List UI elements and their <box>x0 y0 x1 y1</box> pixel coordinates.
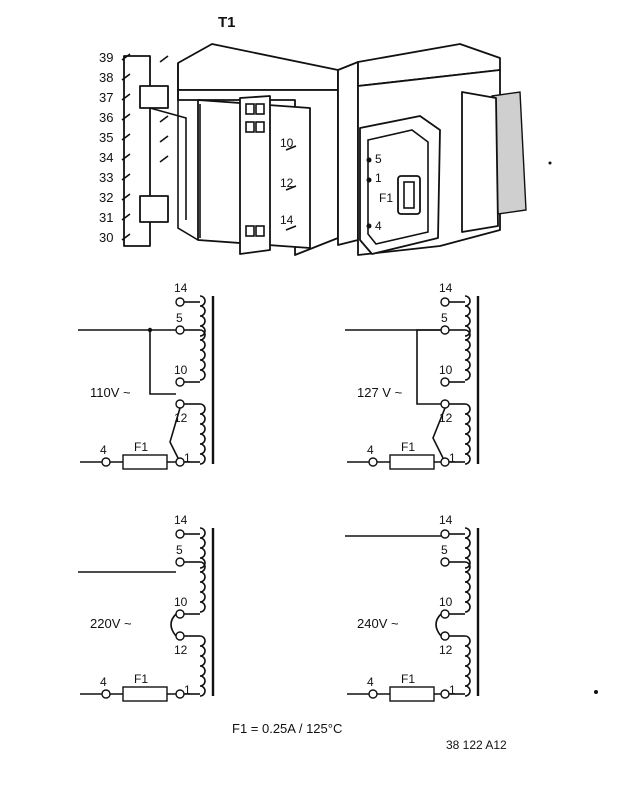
pin-number-list: 39 38 37 36 35 34 33 32 31 30 <box>99 50 113 245</box>
fuse-symbol <box>122 454 168 470</box>
pin-label: 12 <box>174 643 188 657</box>
pin-label: 14 <box>439 513 453 527</box>
pin-number: 31 <box>99 210 113 225</box>
pin-label: 1 <box>449 451 456 465</box>
terminal-pin-4 <box>368 457 378 467</box>
pin-label: 10 <box>174 363 188 377</box>
pin-number: 33 <box>99 170 113 185</box>
fuse-label: F1 <box>134 440 148 454</box>
fuse-symbol <box>389 686 435 702</box>
terminal-pin <box>175 457 185 467</box>
voltage-label: 240V ~ <box>357 616 399 631</box>
pin-label: 12 <box>439 643 453 657</box>
pin-label: 14 <box>174 513 188 527</box>
pin-number: 38 <box>99 70 113 85</box>
fuse-side-label: 5 <box>375 152 382 166</box>
pin-number: 35 <box>99 130 113 145</box>
terminal-pin <box>440 631 450 641</box>
pin-label: 5 <box>176 311 183 325</box>
terminal-pin <box>440 609 450 619</box>
pin-label: 5 <box>441 543 448 557</box>
terminal-pin <box>175 557 185 567</box>
drawing-reference: 38 122 A12 <box>446 738 507 752</box>
terminal-pin <box>440 325 450 335</box>
pin-label: 10 <box>174 595 188 609</box>
transformer-illustration <box>121 43 552 256</box>
voltage-label: 127 V ~ <box>357 385 403 400</box>
diagram-title: T1 <box>218 14 236 31</box>
fuse-label: F1 <box>401 672 415 686</box>
pin-label: 1 <box>184 451 191 465</box>
voltage-label: 110V ~ <box>90 385 131 400</box>
pin-number: 30 <box>99 230 113 245</box>
pin-number: 36 <box>99 110 113 125</box>
terminal-pin <box>440 529 450 539</box>
pin-label: 4 <box>100 443 107 457</box>
terminal-pin <box>175 399 185 409</box>
terminal-pin <box>175 377 185 387</box>
pin-ticks <box>121 53 169 241</box>
pin-label: 10 <box>439 595 453 609</box>
fuse-spec: F1 = 0.25A / 125°C <box>232 721 342 736</box>
pin-label: 14 <box>174 281 188 295</box>
terminal-pin <box>440 457 450 467</box>
fuse-symbol <box>389 454 435 470</box>
pin-number: 32 <box>99 190 113 205</box>
voltage-label: 220V ~ <box>90 616 132 631</box>
fuse-side-label: 1 <box>375 171 382 185</box>
pin-label: 10 <box>439 363 453 377</box>
terminal-pin <box>175 529 185 539</box>
coil-label: 14 <box>280 213 294 227</box>
terminal-pin-4 <box>101 689 111 699</box>
pin-label: 5 <box>176 543 183 557</box>
terminal-pin <box>175 631 185 641</box>
terminal-pin <box>175 297 185 307</box>
coil-label: 10 <box>280 136 294 150</box>
terminal-pin <box>440 297 450 307</box>
fuse-label: F1 <box>134 672 148 686</box>
terminal-pin <box>175 609 185 619</box>
fuse-side-label: 4 <box>375 219 382 233</box>
terminal-pin-4 <box>101 457 111 467</box>
pin-label: 1 <box>184 683 191 697</box>
terminal-pin <box>440 557 450 567</box>
pin-number: 34 <box>99 150 113 165</box>
pin-label: 1 <box>449 683 456 697</box>
terminal-pin <box>440 399 450 409</box>
pin-label: 5 <box>441 311 448 325</box>
pin-number: 37 <box>99 90 113 105</box>
pin-number: 39 <box>99 50 113 65</box>
terminal-pin-4 <box>368 689 378 699</box>
terminal-pin <box>440 377 450 387</box>
coil-label: 12 <box>280 176 294 190</box>
pin-label: 4 <box>100 675 107 689</box>
terminal-pin <box>440 689 450 699</box>
terminal-pin <box>175 689 185 699</box>
pin-label: 14 <box>439 281 453 295</box>
pin-label: 4 <box>367 443 374 457</box>
pin-label: 4 <box>367 675 374 689</box>
fuse-label: F1 <box>401 440 415 454</box>
fuse-side-label: F1 <box>379 191 393 205</box>
fuse-symbol <box>122 686 168 702</box>
terminal-pin <box>175 325 185 335</box>
